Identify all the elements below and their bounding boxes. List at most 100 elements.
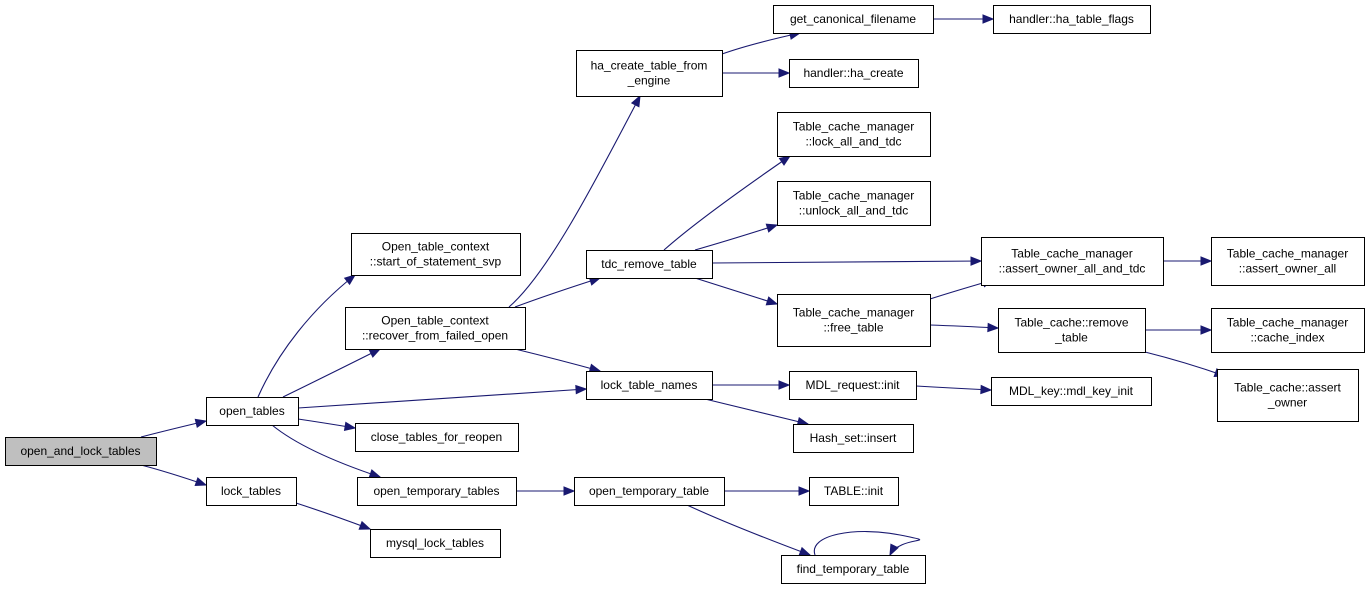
node-label-line: MDL_key::mdl_key_init bbox=[1009, 384, 1134, 398]
edge-open_tables-to-start_of_statement_svp bbox=[257, 274, 357, 398]
arrowhead bbox=[368, 469, 382, 479]
edge-lock_table_names-to-mdl_request_init bbox=[712, 380, 791, 390]
node-start-of-statement-svp[interactable]: Open_table_context::start_of_statement_s… bbox=[351, 233, 521, 276]
node-cache-index[interactable]: Table_cache_manager::cache_index bbox=[1211, 308, 1365, 353]
node-box bbox=[991, 377, 1152, 406]
node-get-canonical-filename[interactable]: get_canonical_filename bbox=[773, 5, 934, 34]
node-hash-set-insert[interactable]: Hash_set::insert bbox=[793, 424, 914, 453]
arrowhead bbox=[980, 384, 993, 395]
node-label-line: open_tables bbox=[219, 404, 284, 418]
edge-lock_table_names-to-hash_set_insert bbox=[704, 398, 810, 427]
edge-line bbox=[282, 348, 381, 398]
node-box bbox=[781, 555, 926, 584]
edge-ha_create_table_from_engine-to-get_canonical_filename bbox=[721, 30, 802, 55]
edge-line bbox=[295, 502, 371, 530]
node-open-temporary-table[interactable]: open_temporary_table bbox=[574, 477, 725, 506]
edge-ha_create_table_from_engine-to-ha_create bbox=[722, 68, 791, 78]
node-lock-all-and-tdc[interactable]: Table_cache_manager::lock_all_and_tdc bbox=[777, 112, 931, 157]
node-lock-tables[interactable]: lock_tables bbox=[206, 477, 297, 506]
edge-line bbox=[711, 260, 982, 264]
node-box bbox=[206, 397, 299, 426]
arrowhead bbox=[358, 520, 372, 530]
node-recover-from-failed-open[interactable]: Open_table_context::recover_from_failed_… bbox=[345, 307, 526, 350]
node-mysql-lock-tables[interactable]: mysql_lock_tables bbox=[370, 529, 501, 558]
node-box bbox=[206, 477, 297, 506]
edge-line bbox=[704, 398, 809, 425]
node-box bbox=[1211, 237, 1365, 286]
edge-lock_tables-to-mysql_lock_tables bbox=[295, 502, 372, 530]
node-open-temporary-tables[interactable]: open_temporary_tables bbox=[357, 477, 517, 506]
node-label-line: lock_table_names bbox=[601, 378, 698, 392]
arrowhead bbox=[987, 322, 1000, 333]
edge-line bbox=[514, 348, 601, 372]
node-box bbox=[777, 112, 931, 157]
node-label-line: Open_table_context bbox=[381, 314, 489, 328]
node-lock-table-names[interactable]: lock_table_names bbox=[586, 371, 713, 400]
arrowhead bbox=[575, 384, 588, 395]
node-label-line: open_temporary_table bbox=[589, 484, 709, 498]
node-box bbox=[793, 424, 914, 453]
node-label-line: ::assert_owner_all bbox=[1239, 262, 1336, 276]
arrowhead bbox=[368, 348, 382, 358]
node-open-and-lock-tables: open_and_lock_tables bbox=[5, 437, 157, 466]
node-assert-owner-all[interactable]: Table_cache_manager::assert_owner_all bbox=[1211, 237, 1365, 286]
node-ha-create[interactable]: handler::ha_create bbox=[789, 59, 919, 88]
edge-line bbox=[694, 277, 778, 305]
edge-mdl_request_init-to-mdl_key_init bbox=[915, 384, 993, 395]
edge-line bbox=[514, 277, 601, 308]
node-ha-table-flags[interactable]: handler::ha_table_flags bbox=[993, 5, 1151, 34]
edge-open_tables-to-lock_table_names bbox=[297, 384, 588, 409]
edge-find_temporary_table-to-find_temporary_table bbox=[813, 530, 920, 557]
node-box bbox=[981, 237, 1164, 286]
node-find-temporary-table[interactable]: find_temporary_table bbox=[781, 555, 926, 584]
node-label-line: close_tables_for_reopen bbox=[371, 430, 502, 444]
node-label-line: Table_cache_manager bbox=[1227, 247, 1348, 261]
edge-tdc_remove_table-to-unlock_all_and_tdc bbox=[694, 223, 779, 251]
node-free-table[interactable]: Table_cache_manager::free_table bbox=[777, 294, 931, 347]
node-box bbox=[345, 307, 526, 350]
arrowhead bbox=[194, 477, 208, 487]
node-table-init[interactable]: TABLE::init bbox=[809, 477, 899, 506]
node-label-line: ::start_of_statement_svp bbox=[370, 255, 502, 269]
node-open-tables[interactable]: open_tables bbox=[206, 397, 299, 426]
arrowhead bbox=[798, 546, 812, 556]
edge-get_canonical_filename-to-ha_table_flags bbox=[933, 14, 995, 24]
node-label-line: ::assert_owner_all_and_tdc bbox=[999, 262, 1146, 276]
node-box bbox=[789, 59, 919, 88]
arrowhead bbox=[765, 223, 779, 233]
node-label-line: Table_cache_manager bbox=[793, 306, 914, 320]
node-label-line: Open_table_context bbox=[382, 240, 490, 254]
node-box bbox=[5, 437, 157, 466]
arrowhead bbox=[630, 94, 641, 108]
node-tdc-remove-table[interactable]: tdc_remove_table bbox=[586, 250, 713, 279]
node-label-line: tdc_remove_table bbox=[601, 257, 697, 271]
node-label-line: handler::ha_table_flags bbox=[1009, 12, 1134, 26]
node-box bbox=[998, 308, 1146, 353]
node-remove-table[interactable]: Table_cache::remove_table bbox=[998, 308, 1146, 353]
node-mdl-request-init[interactable]: MDL_request::init bbox=[789, 371, 917, 400]
node-box bbox=[586, 250, 713, 279]
node-label-line: handler::ha_create bbox=[803, 66, 903, 80]
edge-line bbox=[297, 388, 587, 409]
arrowhead bbox=[889, 543, 899, 557]
edge-open_and_lock_tables-to-open_tables bbox=[140, 418, 208, 438]
node-ha-create-table-from-engine[interactable]: ha_create_table_from_engine bbox=[576, 50, 723, 97]
node-box bbox=[809, 477, 899, 506]
node-mdl-key-init[interactable]: MDL_key::mdl_key_init bbox=[991, 377, 1152, 406]
edge-remove_table-to-cache_index bbox=[1145, 325, 1213, 335]
edge-line bbox=[508, 95, 641, 308]
node-label-line: lock_tables bbox=[221, 484, 281, 498]
edge-open_temporary_table-to-table_init bbox=[723, 486, 811, 496]
node-label-line: Table_cache::remove bbox=[1014, 316, 1128, 330]
node-box bbox=[370, 529, 501, 558]
node-box bbox=[789, 371, 917, 400]
node-assert-owner-all-and-tdc[interactable]: Table_cache_manager::assert_owner_all_an… bbox=[981, 237, 1164, 286]
node-box bbox=[357, 477, 517, 506]
node-close-tables-for-reopen[interactable]: close_tables_for_reopen bbox=[355, 423, 519, 452]
arrowhead bbox=[970, 256, 983, 266]
edge-line bbox=[257, 274, 356, 398]
node-label-line: TABLE::init bbox=[824, 484, 884, 498]
node-assert-owner[interactable]: Table_cache::assert_owner bbox=[1217, 369, 1359, 422]
node-unlock-all-and-tdc[interactable]: Table_cache_manager::unlock_all_and_tdc bbox=[777, 181, 931, 226]
arrowhead bbox=[194, 418, 208, 429]
